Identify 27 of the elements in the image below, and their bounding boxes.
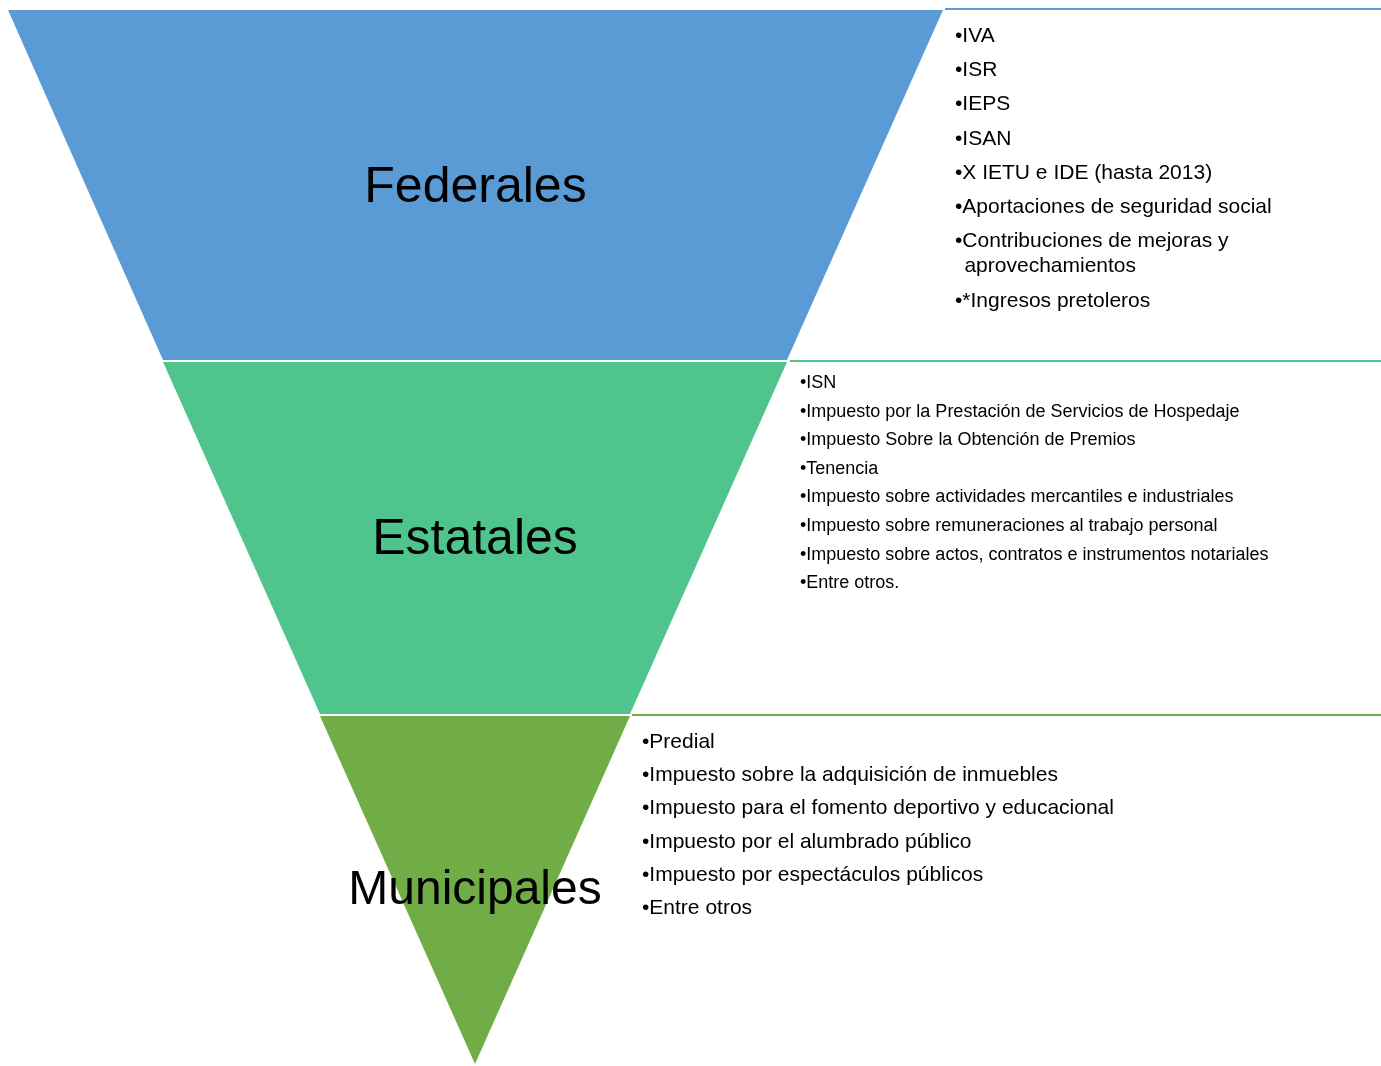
list-item: •ISR (955, 56, 999, 82)
pyramid-band (163, 362, 787, 714)
list-item: •Impuesto Sobre la Obtención de Premios (800, 429, 1137, 451)
list-item: •Aportaciones de seguridad social (955, 192, 1273, 219)
list-item: •Impuesto por espectáculos públicos (642, 860, 985, 886)
list-item: •Impuesto para el fomento deportivo y educacional (642, 794, 1115, 820)
band-label: Federales (363, 156, 588, 215)
list-item: •Impuesto por la Prestación de Servicios de Hospedaje (800, 400, 1241, 423)
list-item: •Impuesto sobre actos, contratos e instrumentos notariales (800, 543, 1270, 566)
pyramid-band (8, 10, 943, 360)
list-item: •Entre otros. (800, 572, 901, 594)
list-item: •Predial (642, 728, 716, 754)
list-item: •Contribuciones de mejoras y aprovechamientos (955, 227, 1230, 278)
list-item: •Impuesto sobre actividades mercantiles e industriales (800, 486, 1235, 508)
list-item: •Impuesto por el alumbrado público (642, 827, 973, 853)
list-item: •ISAN (955, 124, 1013, 150)
list-item: •IEPS (955, 90, 1012, 116)
list-item: •Impuesto sobre la adquisición de inmuebles (642, 761, 1059, 787)
pyramid-band (320, 716, 630, 1064)
list-item: •Entre otros (642, 893, 754, 920)
list-item: •IVA (955, 22, 996, 48)
list-item: •Tenencia (800, 457, 880, 480)
list-item: •Impuesto sobre remuneraciones al trabajo personal (800, 514, 1219, 537)
band-label: Estatales (371, 508, 579, 567)
list-item: •X IETU e IDE (hasta 2013) (955, 158, 1214, 184)
list-item: •*Ingresos pretoleros (955, 286, 1152, 312)
list-item: •ISN (800, 372, 838, 394)
